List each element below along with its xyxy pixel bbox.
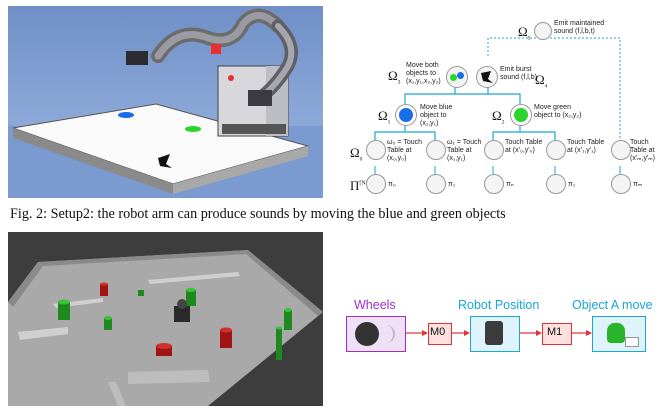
policy-node [484,174,504,194]
omega5-label: Emit maintained sound (f,l,b,t) [554,20,605,35]
policy-label: π₁ [568,181,576,188]
policy-node [611,174,631,194]
omega5-node [534,22,552,40]
omega2-symbol: Ω2 [492,108,505,126]
robot-arm-render [8,6,323,198]
omega1-node [395,104,417,126]
leaf-node [366,140,386,160]
omega3-label: Move both objects to (x₁,y₁,x₂,y₂) [406,62,441,85]
leaf-node [611,140,631,160]
omega4-symbol: Ω4 [535,72,548,90]
robot-icon [485,321,503,345]
m0-label: M0 [430,326,446,338]
m1-label: M1 [547,326,563,338]
leaf-label: Touch Table at (x'ₘ,y'ₘ) [630,139,656,162]
leaf-node [546,140,566,160]
omega4-label: Emit burst sound (f,l,b) [500,66,537,81]
policy-label: πₙ [506,181,514,188]
leaf-label: ω₁ = Touch Table at (x₁,y₁) [447,139,482,162]
m1-box: M1 [542,323,572,345]
leaf-label: Touch Table at (x'₀,y'₀) [505,139,543,154]
flow-diagram: Wheels M0 Robot Position M1 Object A mov… [340,290,658,360]
object-a-move-label: Object A move [572,298,653,312]
wheels-label: Wheels [354,298,396,312]
policy-label: π₀ [388,181,396,188]
robot-position-box [470,316,520,352]
omega3-node [446,66,468,88]
policy-node [366,174,386,194]
wheel-arrow-icon [383,325,395,343]
wheel-icon [355,322,379,346]
policy-node [546,174,566,194]
leaf-node [484,140,504,160]
policy-label: πₘ [633,181,643,188]
pi-symbol: Π[N] [350,178,368,193]
leaf-node [426,140,446,160]
move-arrow-icon [625,337,639,347]
leaf-label: ω₀ = Touch Table at (x₀,y₀) [387,139,423,162]
skill-hierarchy-diagram: Ω5 Emit maintained sound (f,l,b,t) Ω3 Mo… [330,6,660,198]
omega1-label: Move blue object to (x₁,y₁) [420,104,453,127]
figure-caption: Fig. 2: Setup2: the robot arm can produc… [10,206,506,222]
green-cylinder-icon [607,323,625,343]
policy-label: π₁ [448,181,456,188]
omega3-symbol: Ω3 [388,68,401,86]
leaf-label: Touch Table at (x'₁,y'₁) [567,139,605,154]
m0-box: M0 [428,323,452,345]
omega5-symbol: Ω5 [518,24,531,42]
omega2-node [510,104,532,126]
object-a-move-box [592,316,646,352]
policy-node [426,174,446,194]
omega1-symbol: Ω1 [378,108,391,126]
omega2-label: Move green object to (x₂,y₂) [534,104,582,119]
omega0-symbol: Ω0 [350,145,363,163]
wheels-box [346,316,406,352]
green-object [185,126,201,132]
blue-object [118,112,134,118]
omega4-node [476,66,498,88]
robot-position-label: Robot Position [458,298,540,312]
arena-render [8,232,323,406]
